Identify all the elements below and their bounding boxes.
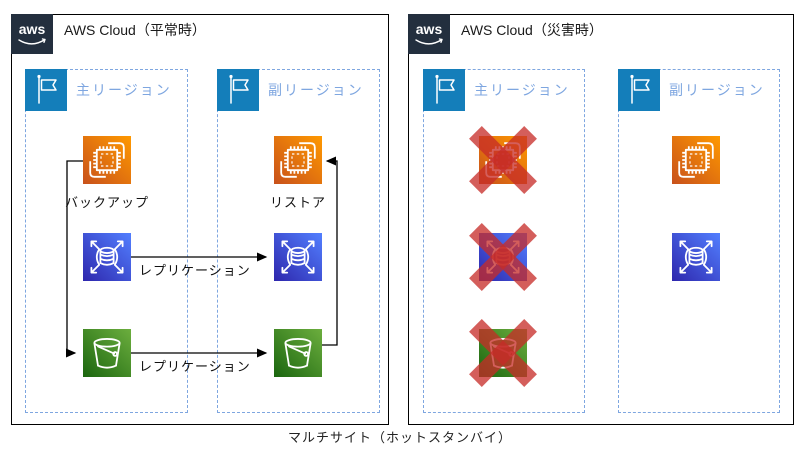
node-label-backup: バックアップ — [64, 195, 149, 210]
region-secondary-disaster: 副リージョン — [618, 69, 780, 413]
database-icon — [274, 233, 322, 281]
panel-title-disaster: AWS Cloud（災害時） — [461, 22, 603, 38]
region-primary-normal: 主リージョン — [25, 69, 188, 413]
database-icon — [83, 233, 131, 281]
replication-label-s3: レプリケーション — [139, 359, 251, 374]
region-label-secondary: 副リージョン — [268, 82, 364, 98]
diagram-caption: マルチサイト（ホットスタンバイ） — [287, 430, 512, 445]
failure-x-icon — [473, 323, 533, 383]
region-flag-icon — [25, 69, 67, 111]
region-flag-icon — [423, 69, 465, 111]
database-icon — [672, 233, 720, 281]
region-label-primary: 主リージョン — [76, 82, 172, 98]
aws-logo-text: aws — [19, 21, 46, 37]
failure-x-icon — [473, 227, 533, 287]
failure-x-icon — [473, 130, 533, 190]
aws-logo-text: aws — [416, 21, 443, 37]
region-flag-icon — [217, 69, 259, 111]
region-flag-icon — [618, 69, 660, 111]
aws-logo: aws — [408, 14, 450, 54]
aws-cloud-group-disaster: aws AWS Cloud（災害時） 主リージョン 副リージョン — [408, 14, 794, 425]
aws-logo: aws — [11, 14, 53, 54]
region-label-primary: 主リージョン — [474, 82, 570, 98]
replication-label-db: レプリケーション — [139, 263, 251, 278]
ec2-instances-icon — [83, 136, 131, 184]
s3-bucket-icon — [83, 329, 131, 377]
node-label-restore: リストア — [269, 195, 326, 210]
region-label-secondary: 副リージョン — [669, 82, 765, 98]
s3-bucket-icon — [274, 329, 322, 377]
panel-title-normal: AWS Cloud（平常時） — [64, 22, 206, 38]
aws-cloud-group-normal: aws AWS Cloud（平常時） 主リージョン 副リージョン — [11, 14, 389, 425]
ec2-instances-icon — [672, 136, 720, 184]
region-primary-disaster: 主リージョン — [423, 69, 585, 413]
region-secondary-normal: 副リージョン — [217, 69, 380, 413]
aws-smile-icon — [18, 38, 46, 45]
aws-smile-icon — [415, 38, 443, 45]
ec2-instances-icon — [274, 136, 322, 184]
